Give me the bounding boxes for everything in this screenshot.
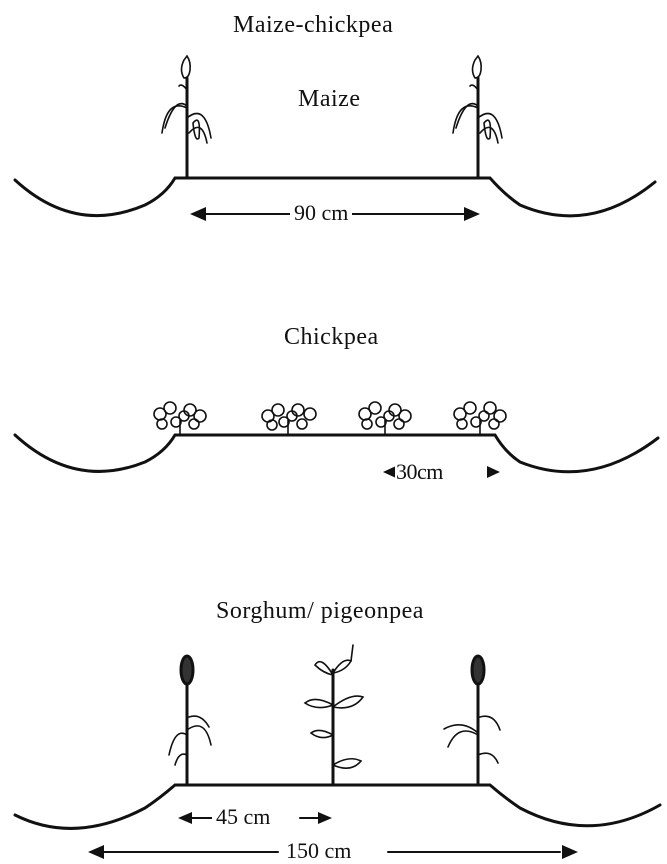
chickpea-plant <box>261 403 317 436</box>
chickpea-plant <box>153 401 207 436</box>
maize-chickpea-heading: Maize-chickpea <box>233 12 394 38</box>
total-width-label: 150 cm <box>282 838 356 864</box>
sorghum-plant <box>443 654 501 787</box>
sorghum-bed-profile <box>13 783 662 830</box>
total-width-arrow <box>88 845 578 859</box>
maize-bed-profile <box>13 176 657 218</box>
pigeonpea-plant <box>303 644 365 787</box>
maize-bed <box>13 54 657 221</box>
sorghum-plant <box>168 654 212 787</box>
chickpea-bed <box>13 401 660 478</box>
sorghum-pigeonpea-heading: Sorghum/ pigeonpea <box>216 598 424 624</box>
sorghum-pigeonpea-bed <box>13 644 662 859</box>
row-spacing-arrow <box>178 812 332 824</box>
plant-spacing-arrow <box>383 466 500 478</box>
row-spacing-label: 45 cm <box>212 804 275 830</box>
chickpea-bed-profile <box>13 433 660 474</box>
maize-plant <box>452 54 503 180</box>
bed-width-label: 90 cm <box>290 200 353 226</box>
chickpea-label: Chickpea <box>284 324 379 350</box>
maize-plant <box>161 54 212 180</box>
plant-spacing-label: 30cm <box>395 459 444 485</box>
maize-label: Maize <box>298 86 361 112</box>
chickpea-plant <box>358 401 412 436</box>
chickpea-plant <box>453 401 507 436</box>
